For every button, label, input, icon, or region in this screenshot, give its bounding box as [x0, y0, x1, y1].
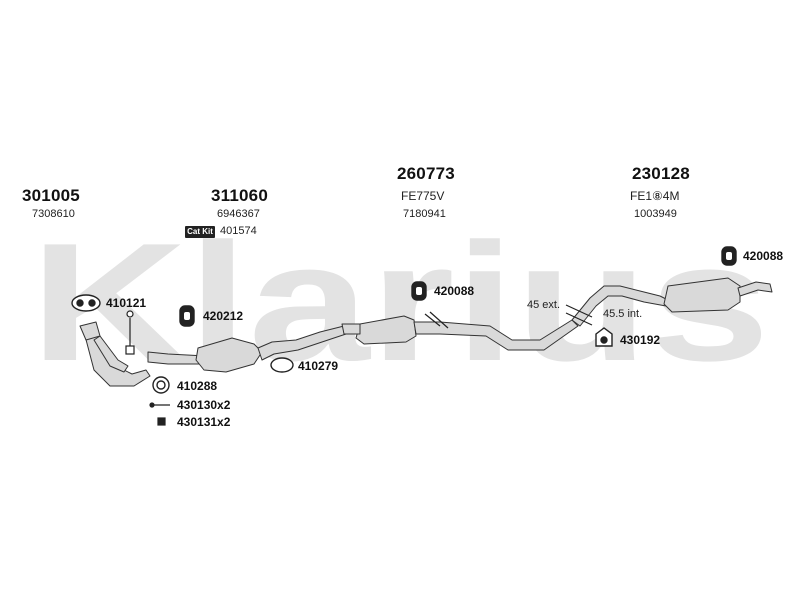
- group-sub-number-2: 6946367: [217, 208, 260, 220]
- part-label-430131: 430131x2: [177, 415, 231, 429]
- part-label-420088-rear: 420088: [743, 249, 784, 263]
- part-label-410121: 410121: [106, 296, 147, 310]
- part-label-430192: 430192: [620, 333, 661, 347]
- group-sub-number-1: 7308610: [32, 208, 75, 220]
- cat-outlet-pipe: [257, 325, 347, 361]
- cat-kit-number: 401574: [220, 225, 257, 237]
- group-main-number-1: 301005: [22, 186, 80, 205]
- centre-silencer: [355, 315, 417, 345]
- part-label-420088-mid: 420088: [434, 284, 475, 298]
- group-sub-number-3: 7180941: [403, 208, 446, 220]
- group-sub-number-4: 1003949: [634, 208, 677, 220]
- group-main-number-3: 260773: [397, 164, 455, 183]
- cut-mark-int: [565, 312, 593, 326]
- gasket-icon-410279: [270, 357, 294, 373]
- part-label-410288: 410288: [177, 379, 218, 393]
- part-label-420212: 420212: [203, 309, 244, 323]
- nut-icon-430131: [157, 417, 166, 426]
- cut-mark-ext: [565, 304, 593, 318]
- catalytic-converter: [195, 337, 263, 373]
- group-sub-code-4: FE1⑧4M: [630, 189, 680, 203]
- note-internal: 45.5 int.: [603, 308, 643, 320]
- part-label-430130: 430130x2: [177, 398, 231, 412]
- part-label-410279: 410279: [298, 359, 339, 373]
- group-sub-code-3: FE775V: [401, 189, 445, 203]
- tailpipe: [737, 281, 773, 297]
- gasket-icon-410121: [71, 294, 101, 312]
- centre-pipe-in: [341, 323, 361, 335]
- group-main-number-2: 311060: [211, 186, 268, 205]
- centre-pipe-out: [413, 319, 579, 351]
- rear-pipe: [571, 285, 669, 327]
- rear-silencer: [663, 277, 741, 313]
- front-downpipe-flange: [79, 321, 101, 341]
- note-extension: 45 ext.: [527, 299, 561, 311]
- group-main-number-4: 230128: [632, 164, 690, 183]
- cat-kit-badge: Cat Kit: [185, 226, 215, 238]
